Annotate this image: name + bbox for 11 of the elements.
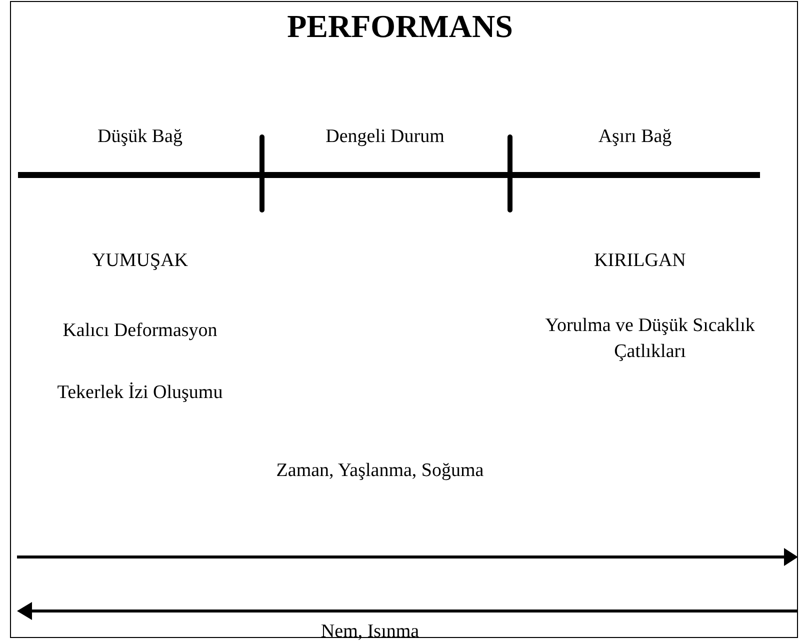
effect-label: Kalıcı Deformasyon: [62, 320, 218, 342]
zone-label: Dengeli Durum: [326, 126, 444, 148]
arrow-caption: Zaman, Yaşlanma, Soğuma: [276, 460, 484, 482]
effect-label: Tekerlek İzi Oluşumu: [57, 382, 223, 404]
state-label: YUMUŞAK: [92, 250, 188, 272]
effect-label: Yorulma ve Düşük Sıcaklık Çatlıkları: [544, 314, 756, 364]
zone-label: Düşük Bağ: [98, 126, 182, 148]
arrow-caption: Nem, Isınma: [320, 621, 420, 643]
zone-label: Aşırı Bağ: [598, 126, 672, 148]
diagram-title: PERFORMANS: [287, 8, 513, 45]
state-label: KIRILGAN: [594, 250, 686, 272]
